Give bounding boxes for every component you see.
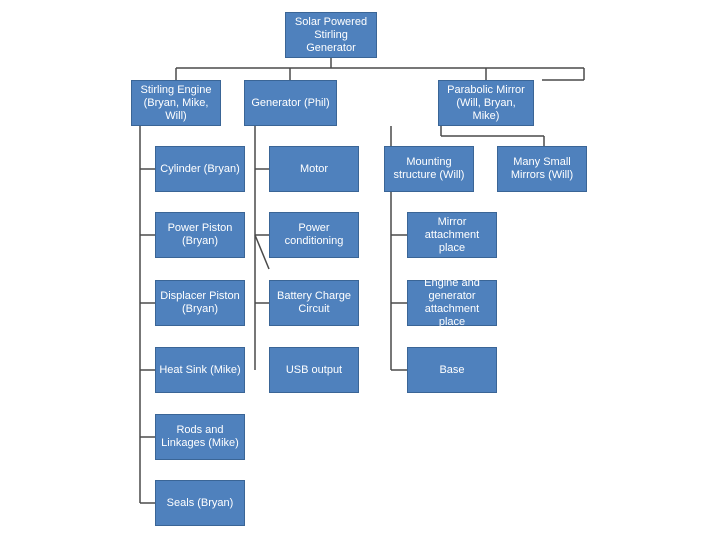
node-power-piston: Power Piston (Bryan): [155, 212, 245, 258]
node-heat-sink: Heat Sink (Mike): [155, 347, 245, 393]
node-motor: Motor: [269, 146, 359, 192]
node-generator: Generator (Phil): [244, 80, 337, 126]
root-node: Solar Powered Stirling Generator: [285, 12, 377, 58]
node-seals: Seals (Bryan): [155, 480, 245, 526]
node-displacer-piston: Displacer Piston (Bryan): [155, 280, 245, 326]
node-usb-output: USB output: [269, 347, 359, 393]
node-base: Base: [407, 347, 497, 393]
node-engine-generator-attachment: Engine and generator attachment place: [407, 277, 497, 328]
node-many-small-mirrors: Many Small Mirrors (Will): [497, 146, 587, 192]
node-power-conditioning: Power conditioning: [269, 212, 359, 258]
connector-line: [254, 234, 270, 270]
node-cylinder: Cylinder (Bryan): [155, 146, 245, 192]
node-mounting-structure: Mounting structure (Will): [384, 146, 474, 192]
node-rods-linkages: Rods and Linkages (Mike): [155, 414, 245, 460]
node-parabolic-mirror: Parabolic Mirror (Will, Bryan, Mike): [438, 80, 534, 126]
node-battery-charge-circuit: Battery Charge Circuit: [269, 280, 359, 326]
node-mirror-attachment: Mirror attachment place: [407, 212, 497, 258]
node-stirling-engine: Stirling Engine (Bryan, Mike, Will): [131, 80, 221, 126]
